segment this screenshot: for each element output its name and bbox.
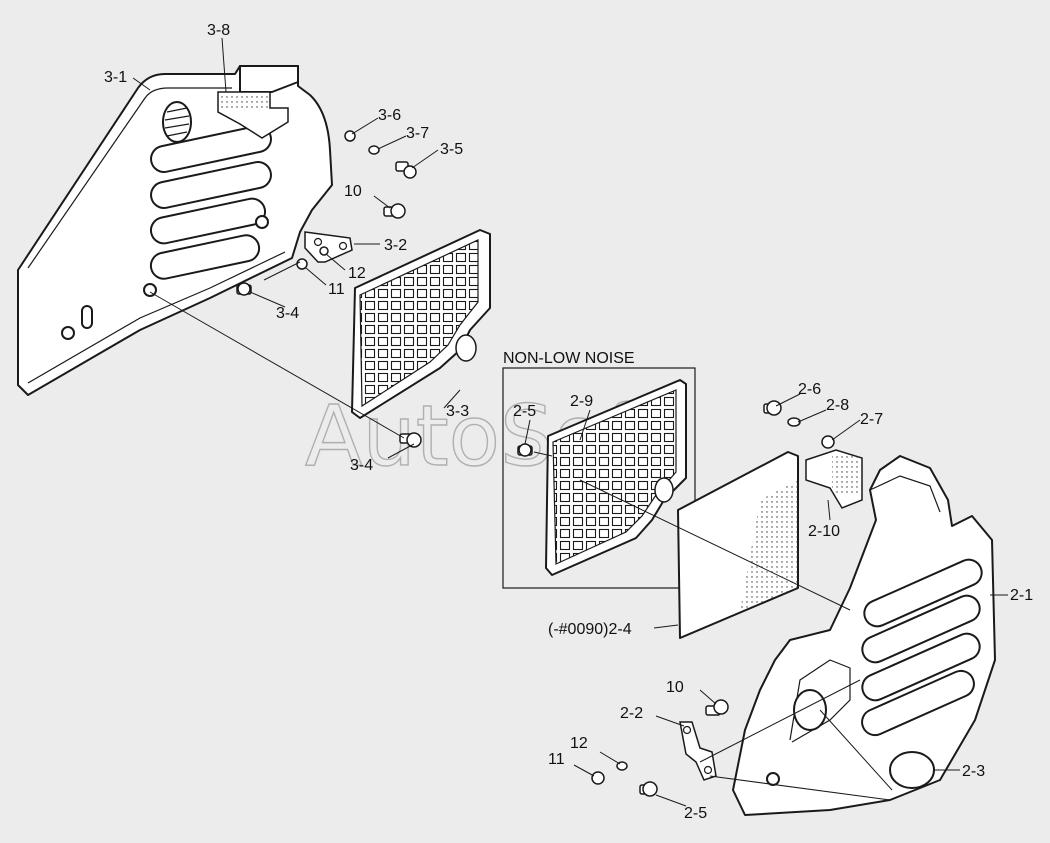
callout-3-3: 3-3 (446, 403, 469, 420)
callout-2-5-bottom: 2-5 (684, 805, 707, 822)
left-side-cover (17, 65, 333, 396)
callout-3-6: 3-6 (378, 107, 401, 124)
bracket-2-2 (679, 721, 717, 781)
callout-11-top: 11 (328, 281, 345, 298)
callout-2-9: 2-9 (570, 393, 593, 410)
callout-3-7: 3-7 (406, 125, 429, 142)
variant-box-title: NON-LOW NOISE (503, 350, 635, 367)
bracket-3-2 (304, 231, 353, 263)
callout-2-7: 2-7 (860, 411, 883, 428)
callout-10-bottom: 10 (666, 679, 684, 696)
callout-3-2: 3-2 (384, 237, 407, 254)
callout-3-5: 3-5 (440, 141, 463, 158)
grille-2-9 (545, 379, 687, 576)
callout-2-4: (-#0090)2-4 (548, 621, 632, 638)
cap-2-3 (889, 751, 935, 789)
callout-11-bottom: 11 (548, 751, 565, 768)
callout-12-top: 12 (348, 265, 366, 282)
callout-labels: 3-8 3-1 3-6 3-7 3-5 10 3-2 12 11 3-4 3-3… (104, 22, 1033, 822)
callout-3-8: 3-8 (207, 22, 230, 39)
panel-2-4 (677, 451, 799, 639)
fasteners-bottom (517, 400, 835, 797)
callout-12-bottom: 12 (570, 735, 588, 752)
callout-2-10: 2-10 (808, 523, 840, 540)
callout-2-3: 2-3 (962, 763, 985, 780)
right-side-cover (732, 455, 996, 816)
callout-3-1: 3-1 (104, 69, 127, 86)
leader-lines (132, 37, 1008, 807)
callout-3-4-bottom: 3-4 (350, 457, 373, 474)
seal-3-8 (217, 91, 289, 139)
callout-2-5-top: 2-5 (513, 403, 536, 420)
callout-2-1: 2-1 (1010, 587, 1033, 604)
callout-3-4-top: 3-4 (276, 305, 299, 322)
left-grille (351, 229, 491, 419)
seal-2-10 (805, 449, 863, 509)
callout-2-8: 2-8 (826, 397, 849, 414)
callout-2-6: 2-6 (798, 381, 821, 398)
fasteners-top (236, 130, 422, 448)
callout-10-top: 10 (344, 183, 362, 200)
variant-box: NON-LOW NOISE (502, 350, 696, 589)
callout-2-2: 2-2 (620, 705, 643, 722)
